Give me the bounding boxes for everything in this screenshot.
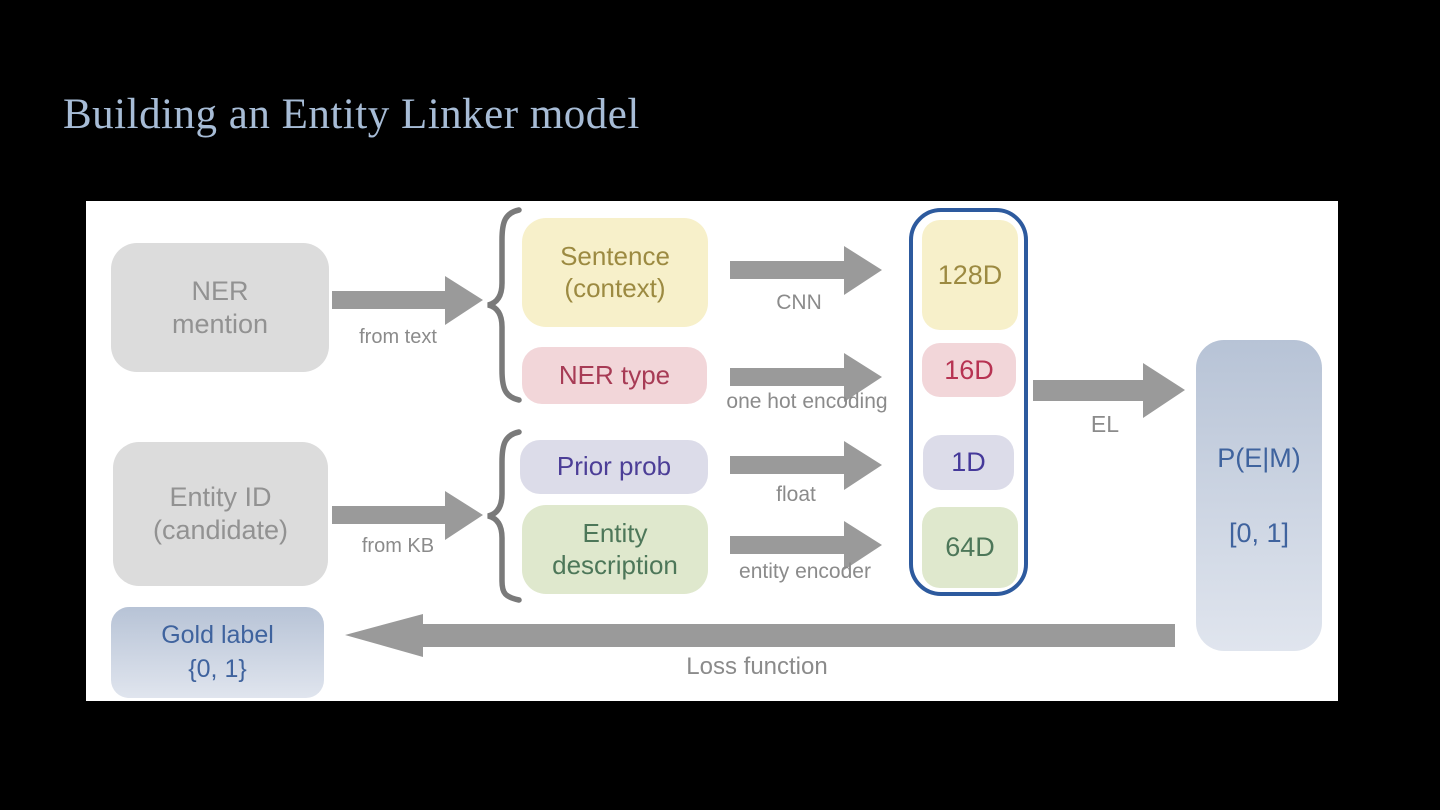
ner-type-label: NER type xyxy=(558,359,671,390)
el-arrow xyxy=(1033,363,1185,418)
ner-mention-line1: NER xyxy=(191,275,249,306)
ner-type-dim-box: 16D xyxy=(922,343,1016,397)
ner-mention-line2: mention xyxy=(171,308,269,339)
page-title: Building an Entity Linker model xyxy=(63,91,640,138)
output-probability-box: P(E|M) [0, 1] xyxy=(1196,340,1322,651)
sentence-line1: Sentence xyxy=(560,240,670,271)
loss-arrow xyxy=(345,614,1175,657)
cnn-arrow xyxy=(730,246,882,295)
diagram-panel: NER mention Entity ID (candidate) Gold l… xyxy=(86,201,1338,701)
float-label: float xyxy=(776,483,816,506)
output-line2: [0, 1] xyxy=(1228,517,1290,548)
output-line1: P(E|M) xyxy=(1217,442,1301,473)
float-arrow xyxy=(730,441,882,490)
prior-prob-label: Prior prob xyxy=(556,451,672,482)
entity-id-line1: Entity ID xyxy=(169,482,272,513)
entity-id-line2: (candidate) xyxy=(152,515,289,545)
from-text-arrow xyxy=(332,276,483,325)
cnn-label: CNN xyxy=(776,291,822,314)
prior-prob-box: Prior prob xyxy=(520,440,708,494)
entity-id-box: Entity ID (candidate) xyxy=(113,442,328,586)
ner-mention-box: NER mention xyxy=(111,243,329,372)
sentence-line2: (context) xyxy=(564,272,666,303)
entity-desc-line1: Entity xyxy=(582,517,648,548)
entity-description-dim-label: 64D xyxy=(945,532,995,563)
loss-function-label: Loss function xyxy=(686,653,828,680)
ner-type-box: NER type xyxy=(522,347,707,404)
gold-label-box: Gold label {0, 1} xyxy=(111,607,324,698)
el-label: EL xyxy=(1090,411,1120,437)
one-hot-label: one hot encoding xyxy=(726,390,888,413)
from-text-label: from text xyxy=(359,326,437,348)
diagram-connectors xyxy=(332,207,1185,657)
entity-desc-line2: description xyxy=(552,549,678,580)
prior-prob-dim-label: 1D xyxy=(951,447,986,478)
prior-prob-dim-box: 1D xyxy=(923,435,1014,490)
entity-encoder-arrow xyxy=(730,521,882,570)
sentence-dim-label: 128D xyxy=(937,259,1003,290)
from-kb-arrow xyxy=(332,491,483,540)
sentence-dim-box: 128D xyxy=(922,220,1018,330)
gold-label-line2: {0, 1} xyxy=(188,654,247,683)
sentence-context-box: Sentence (context) xyxy=(522,218,708,327)
one-hot-arrow xyxy=(730,353,882,402)
text-features-brace xyxy=(487,207,522,403)
from-kb-label: from KB xyxy=(361,535,435,557)
gold-label-line1: Gold label xyxy=(161,620,274,649)
entity-encoder-label: entity encoder xyxy=(739,560,871,583)
kb-features-brace xyxy=(487,429,522,603)
embedding-vector-outline xyxy=(909,208,1028,596)
ner-type-dim-label: 16D xyxy=(944,354,994,385)
entity-description-dim-box: 64D xyxy=(922,507,1018,588)
entity-description-box: Entity description xyxy=(522,505,708,594)
